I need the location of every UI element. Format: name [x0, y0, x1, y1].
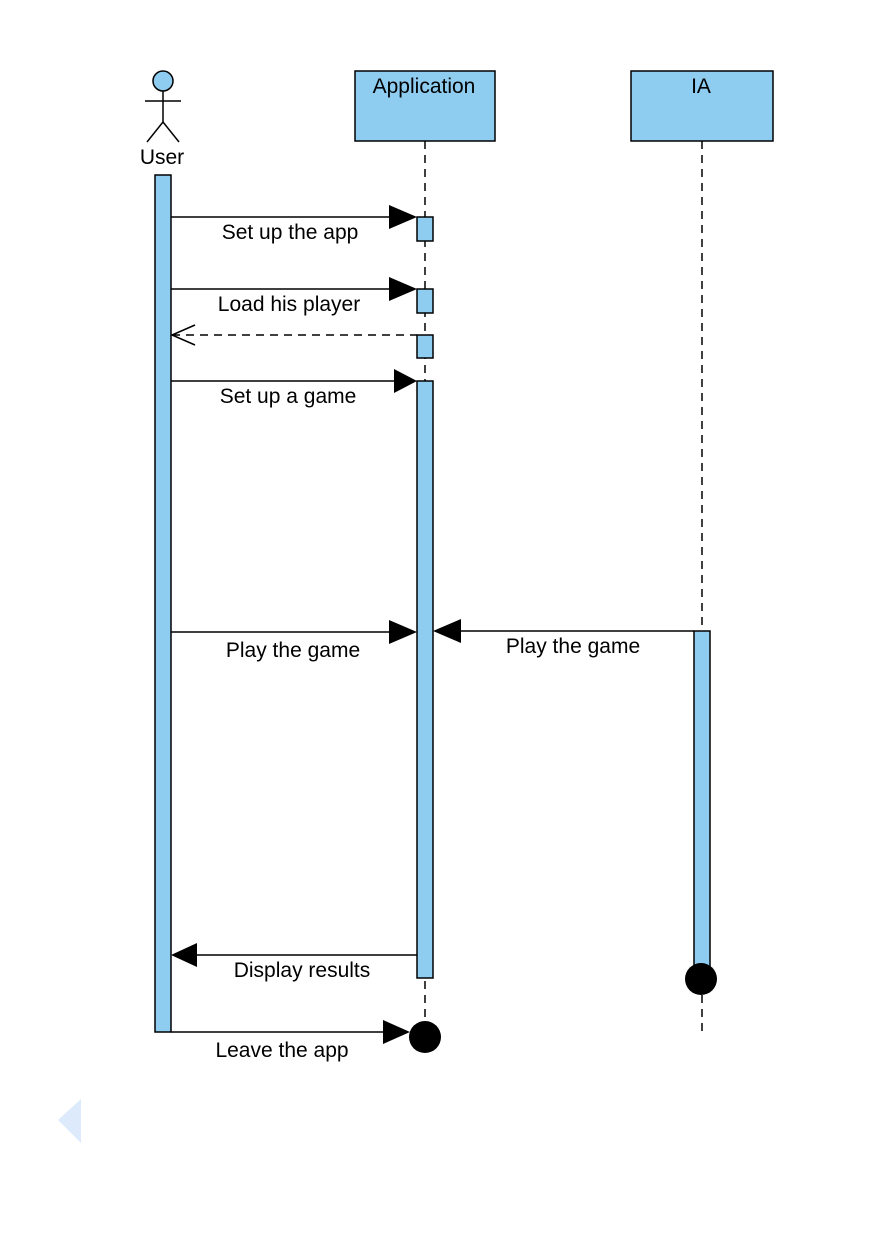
- message-display-results[interactable]: Display results: [171, 943, 417, 982]
- ia-destroy-icon: [685, 963, 717, 995]
- arrowhead-icon: [433, 619, 461, 643]
- message-leave-app[interactable]: Leave the app: [171, 1020, 410, 1062]
- application-activation-game[interactable]: [416, 380, 434, 979]
- arrowhead-icon: [394, 369, 417, 393]
- actor-head-icon: [152, 70, 174, 92]
- arrowhead-icon: [171, 943, 197, 967]
- ia-activation-bar[interactable]: [693, 630, 711, 973]
- user-activation-bar[interactable]: [154, 174, 172, 1033]
- message-set-up-game[interactable]: Set up a game: [171, 369, 417, 408]
- application-activation-return[interactable]: [416, 334, 434, 359]
- message-play-game-ia[interactable]: Play the game: [433, 619, 694, 658]
- message-label: Play the game: [226, 639, 360, 662]
- message-load-player[interactable]: Load his player: [171, 277, 417, 316]
- message-play-game-user[interactable]: Play the game: [171, 620, 417, 662]
- arrowhead-icon: [383, 1020, 410, 1044]
- message-label: Load his player: [218, 293, 360, 316]
- ia-participant[interactable]: IA: [630, 70, 774, 142]
- message-label: Set up a game: [220, 385, 357, 408]
- arrowhead-icon: [389, 277, 417, 301]
- message-label: Display results: [234, 959, 371, 982]
- application-participant[interactable]: Application: [354, 70, 496, 142]
- application-destroy-icon: [409, 1021, 441, 1053]
- triangle-left-icon[interactable]: [58, 1099, 81, 1143]
- user-actor[interactable]: User: [140, 70, 184, 169]
- message-label: Set up the app: [222, 221, 359, 244]
- message-set-up-app[interactable]: Set up the app: [171, 205, 417, 244]
- application-participant-label: Application: [373, 75, 476, 98]
- arrowhead-icon: [389, 205, 417, 229]
- message-return-player[interactable]: [170, 324, 417, 346]
- message-label: Leave the app: [215, 1039, 348, 1062]
- application-activation-setup[interactable]: [416, 216, 434, 242]
- arrowhead-icon: [389, 620, 417, 644]
- open-arrowhead-icon: [170, 324, 196, 346]
- message-label: Play the game: [506, 635, 640, 658]
- ia-participant-label: IA: [691, 75, 711, 98]
- user-actor-label: User: [140, 146, 184, 169]
- application-activation-load[interactable]: [416, 288, 434, 314]
